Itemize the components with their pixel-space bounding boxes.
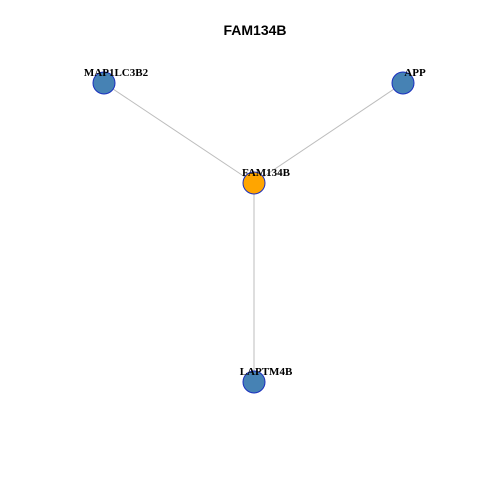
nodes-layer: FAM134B MAP1LC3B2 APP LAPTM4B (84, 67, 426, 394)
edge-fam134b-map1lc3b2 (103, 82, 255, 184)
node-circle-map1lc3b2[interactable] (92, 71, 116, 95)
node-label-map1lc3b2: MAP1LC3B2 (84, 67, 149, 79)
node-circle-fam134b[interactable] (242, 171, 266, 195)
node-circle-laptm4b[interactable] (242, 370, 266, 394)
node-laptm4b[interactable]: LAPTM4B (240, 366, 293, 394)
node-fam134b[interactable]: FAM134B (242, 167, 291, 195)
node-label-app: APP (404, 67, 426, 79)
edges-layer (103, 82, 404, 382)
edge-fam134b-app (253, 82, 404, 184)
diagram-title: FAM134B (223, 22, 286, 38)
node-label-fam134b: FAM134B (242, 167, 291, 179)
node-map1lc3b2[interactable]: MAP1LC3B2 (84, 67, 149, 95)
node-label-laptm4b: LAPTM4B (240, 366, 293, 378)
node-app[interactable]: APP (391, 67, 426, 95)
node-circle-app[interactable] (391, 71, 415, 95)
